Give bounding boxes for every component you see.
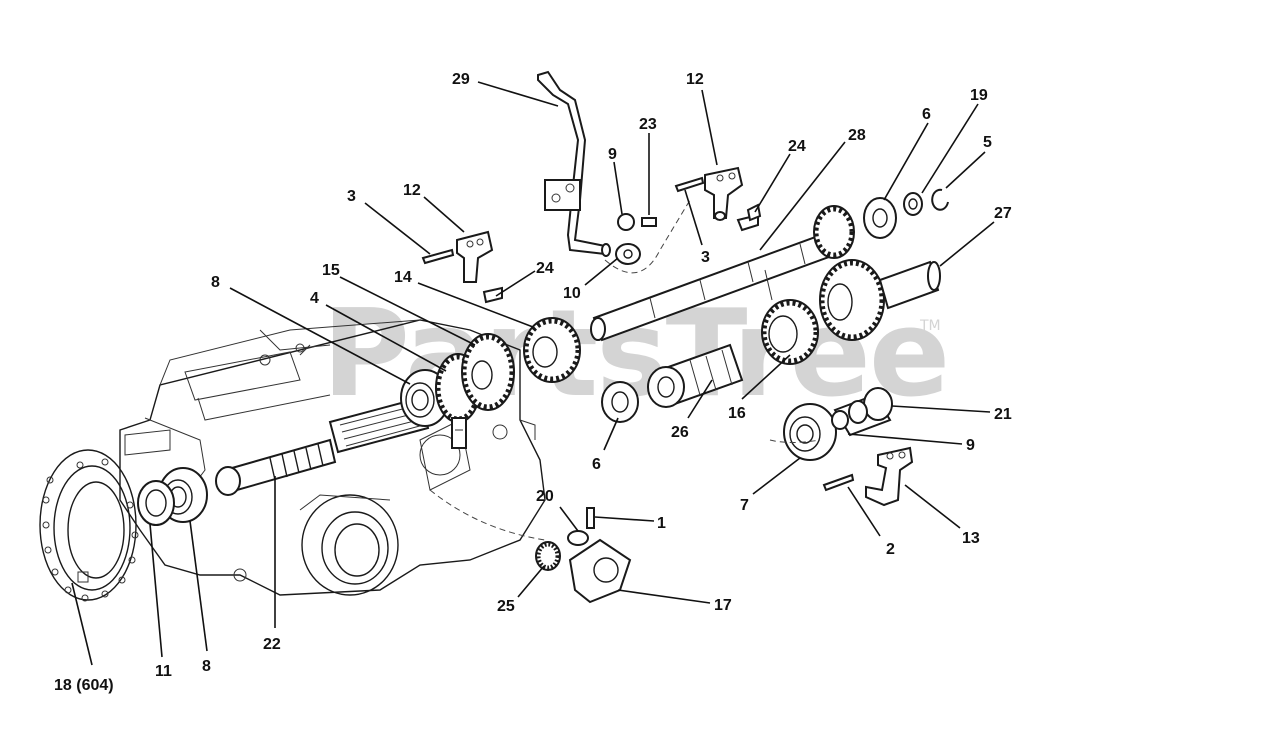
callout-labels: 29 12 23 9 24 28 6 19 5 27 3 12 3 10 24 … (54, 71, 1012, 694)
shift-lever-part-29[interactable] (537, 70, 611, 257)
callout-3-left: 3 (347, 188, 356, 205)
gear-cluster-part-26[interactable] (647, 343, 744, 408)
pin-part-2[interactable] (822, 473, 855, 492)
callout-24-lower: 24 (536, 260, 554, 277)
pin-part-3-lower[interactable] (421, 248, 455, 265)
assembly-path-lower (769, 439, 821, 443)
callout-21: 21 (994, 406, 1012, 423)
callout-25: 25 (497, 598, 515, 615)
callout-4: 4 (310, 290, 319, 307)
callout-9-lower: 9 (966, 437, 975, 454)
callout-1: 1 (657, 515, 666, 532)
housing-part-18[interactable] (39, 319, 546, 602)
callout-29: 29 (452, 71, 470, 88)
assembly-path-bottom (429, 489, 546, 541)
watermark-trademark: TM (919, 318, 941, 334)
bearing-part-6-lower[interactable] (601, 381, 639, 423)
callout-11: 11 (155, 663, 172, 680)
callout-7: 7 (740, 497, 749, 514)
shift-fork-part-12-lower[interactable] (456, 230, 494, 283)
gear-part-6-upper[interactable] (813, 197, 897, 259)
callout-22: 22 (263, 636, 281, 653)
callout-10: 10 (563, 285, 581, 302)
gear-part-15[interactable] (461, 333, 515, 411)
bolt-part-23[interactable] (641, 217, 657, 227)
nut-part-9-upper[interactable] (617, 213, 635, 231)
arrow-16 (764, 269, 773, 301)
nut-part-9-lower[interactable] (831, 410, 849, 430)
assembly-path (604, 199, 691, 274)
callout-24-upper: 24 (788, 138, 806, 155)
bearing-part-7[interactable] (783, 403, 837, 461)
callout-8-lower: 8 (202, 658, 211, 675)
plate-part-17[interactable] (568, 538, 632, 604)
callout-6-upper: 6 (922, 106, 931, 123)
leader-lines (71, 81, 995, 666)
key-part-24-lower[interactable] (482, 286, 503, 304)
callout-17: 17 (714, 597, 732, 614)
output-shaft-part-27[interactable] (819, 259, 941, 341)
callout-16: 16 (728, 405, 746, 422)
seal-part-11[interactable] (137, 480, 175, 526)
callout-20: 20 (536, 488, 554, 505)
callout-5: 5 (983, 134, 992, 151)
callout-13: 13 (962, 530, 980, 547)
gear-part-25[interactable] (535, 541, 561, 571)
spacer-part-20[interactable] (567, 530, 589, 546)
gear-part-21[interactable] (833, 387, 893, 437)
callout-3-right: 3 (701, 249, 710, 266)
callout-27: 27 (994, 205, 1012, 222)
callout-8-upper: 8 (211, 274, 220, 291)
washer-part-19[interactable] (903, 192, 923, 216)
callout-26: 26 (671, 424, 689, 441)
gear-part-16[interactable] (761, 299, 819, 365)
callout-14: 14 (394, 269, 412, 286)
callout-6-lower: 6 (592, 456, 601, 473)
snap-ring-part-5[interactable] (931, 188, 949, 211)
callout-12-upper: 12 (686, 71, 704, 88)
callout-23: 23 (639, 116, 657, 133)
callout-12-lower: 12 (403, 182, 421, 199)
callout-28: 28 (848, 127, 866, 144)
callout-15: 15 (322, 262, 340, 279)
pin-part-3-upper[interactable] (674, 176, 705, 193)
shift-fork-part-12-upper[interactable] (704, 166, 744, 221)
shift-fork-part-13[interactable] (865, 446, 914, 507)
gear-part-14[interactable] (523, 317, 581, 383)
washer-part-10[interactable] (615, 243, 641, 265)
callout-19: 19 (970, 87, 988, 104)
callout-2: 2 (886, 541, 895, 558)
callout-9-upper: 9 (608, 146, 617, 163)
pin-part-1[interactable] (586, 507, 595, 529)
callout-18: 18 (604) (54, 677, 114, 694)
